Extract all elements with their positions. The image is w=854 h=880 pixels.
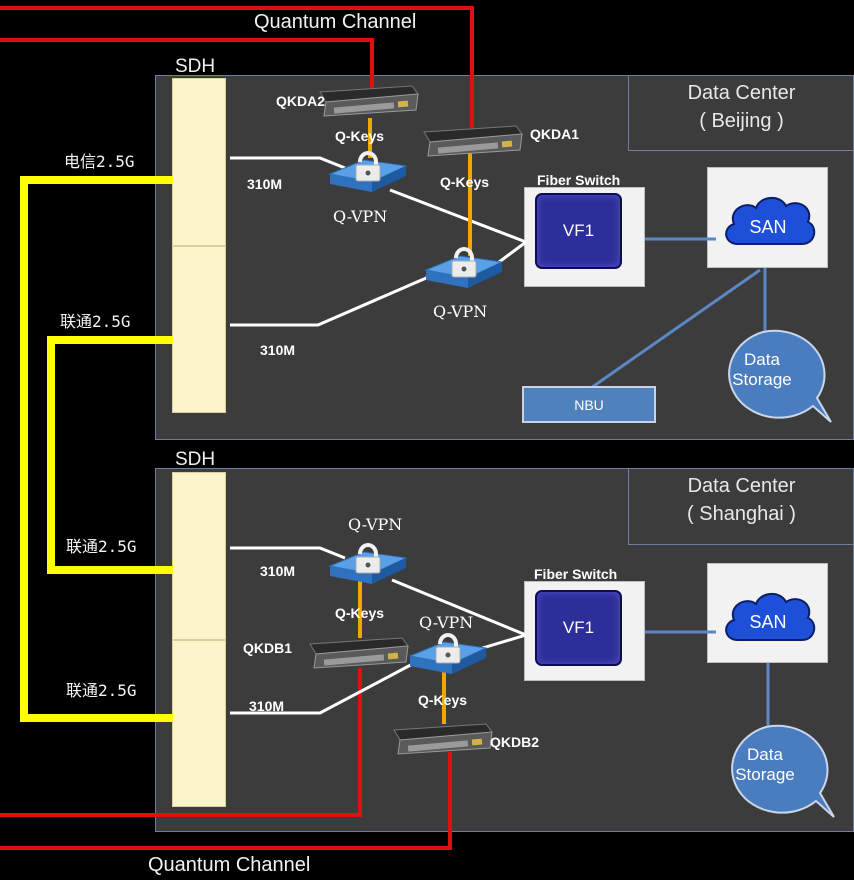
beijing-bandwidth-top: 310M [247, 176, 283, 192]
shanghai-data-link-bottom [230, 658, 421, 715]
shanghai-bandwidth-bottom: 310M [249, 698, 285, 714]
beijing-qkda2-label: QKDA2 [276, 93, 326, 109]
shanghai-san-icon [725, 593, 816, 641]
beijing-sdh-label: SDH [175, 56, 216, 77]
isp-link-unicom [47, 336, 173, 574]
shanghai-sdh-block-bottom [172, 640, 226, 807]
shanghai-vpn-top-icon [328, 543, 408, 584]
beijing-qkda1-icon [423, 125, 523, 157]
shanghai-fiber-switch-label: Fiber Switch [534, 566, 618, 582]
beijing-isp-unicom-label: 联通2.5G [60, 312, 131, 331]
shanghai-storage-line1: Data [747, 745, 783, 764]
beijing-qkda2-icon [319, 85, 419, 117]
beijing-isp-telecom-label: 电信2.5G [64, 152, 135, 171]
shanghai-vpn-bottom-icon [408, 633, 488, 674]
shanghai-qkdb1-label: QKDB1 [243, 640, 293, 656]
shanghai-vpn1-to-switch [391, 578, 527, 637]
quantum-channel-bottom-outer [0, 752, 452, 850]
shanghai-storage-label: Data Storage [715, 745, 815, 785]
shanghai-sdh-label: SDH [175, 449, 216, 470]
beijing-vpn-top-icon [328, 151, 408, 192]
beijing-qkda1-label: QKDA1 [530, 126, 580, 142]
quantum-channel-top-label: Quantum Channel [254, 11, 417, 33]
beijing-san-label: SAN [749, 217, 787, 237]
beijing-san-icon [725, 197, 816, 245]
beijing-fiber-switch-label: Fiber Switch [537, 172, 621, 188]
shanghai-qvpn-top-label: Q-VPN [348, 515, 403, 534]
shanghai-qkeys-right-label: Q-Keys [418, 692, 468, 708]
beijing-title: Data Center ( Beijing ) [628, 75, 854, 151]
beijing-qvpn-bottom-label: Q-VPN [433, 302, 488, 321]
beijing-storage-icon [728, 329, 832, 423]
shanghai-qkdb1-icon [309, 637, 409, 669]
shanghai-title-line1: Data Center [687, 475, 796, 497]
beijing-vpn2-to-switch [494, 240, 527, 267]
beijing-title-line1: Data Center [687, 82, 796, 104]
shanghai-san-label: SAN [749, 612, 787, 632]
shanghai-isp-unicom-top-label: 联通2.5G [66, 537, 137, 556]
beijing-title-line2: ( Beijing ) [699, 110, 784, 132]
beijing-storage-line1: Data [744, 350, 780, 369]
shanghai-storage-line2: Storage [735, 765, 795, 784]
shanghai-title: Data Center ( Shanghai ) [628, 468, 854, 545]
beijing-vpn1-to-switch [389, 188, 527, 244]
shanghai-isp-unicom-bottom-label: 联通2.5G [66, 681, 137, 700]
shanghai-qkdb2-label: QKDB2 [490, 734, 540, 750]
beijing-storage-label: Data Storage [712, 350, 812, 390]
beijing-qkeys-left-label: Q-Keys [335, 128, 385, 144]
quantum-channel-bottom-label: Quantum Channel [148, 854, 311, 876]
beijing-storage-line2: Storage [732, 370, 792, 389]
quantum-channel-top-outer [0, 6, 474, 128]
beijing-sdh-block-top [172, 78, 226, 246]
beijing-qkeys-right-label: Q-Keys [440, 174, 490, 190]
beijing-vf1-switch: VF1 [535, 193, 622, 269]
shanghai-vf1-switch: VF1 [535, 590, 622, 666]
shanghai-storage-icon [731, 724, 835, 818]
shanghai-qvpn-bottom-label: Q-VPN [419, 613, 474, 632]
beijing-bandwidth-bottom: 310M [260, 342, 296, 358]
beijing-sdh-block-bottom [172, 246, 226, 413]
beijing-qvpn-top-label: Q-VPN [333, 207, 388, 226]
shanghai-bandwidth-top: 310M [260, 563, 296, 579]
shanghai-qkeys-left-label: Q-Keys [335, 605, 385, 621]
beijing-data-link-bottom [230, 270, 441, 327]
shanghai-qkdb2-icon [393, 723, 493, 755]
shanghai-data-link-top [230, 546, 346, 560]
beijing-san-to-nbu [587, 268, 761, 392]
shanghai-title-line2: ( Shanghai ) [687, 503, 796, 525]
beijing-data-link-top [230, 156, 346, 170]
isp-link-telecom [20, 176, 173, 722]
beijing-nbu-box: NBU [522, 386, 656, 423]
quantum-channel-bottom-inner [0, 668, 362, 817]
quantum-channel-top-inner [0, 38, 374, 88]
beijing-vpn-bottom-icon [424, 247, 504, 288]
shanghai-sdh-block-top [172, 472, 226, 640]
